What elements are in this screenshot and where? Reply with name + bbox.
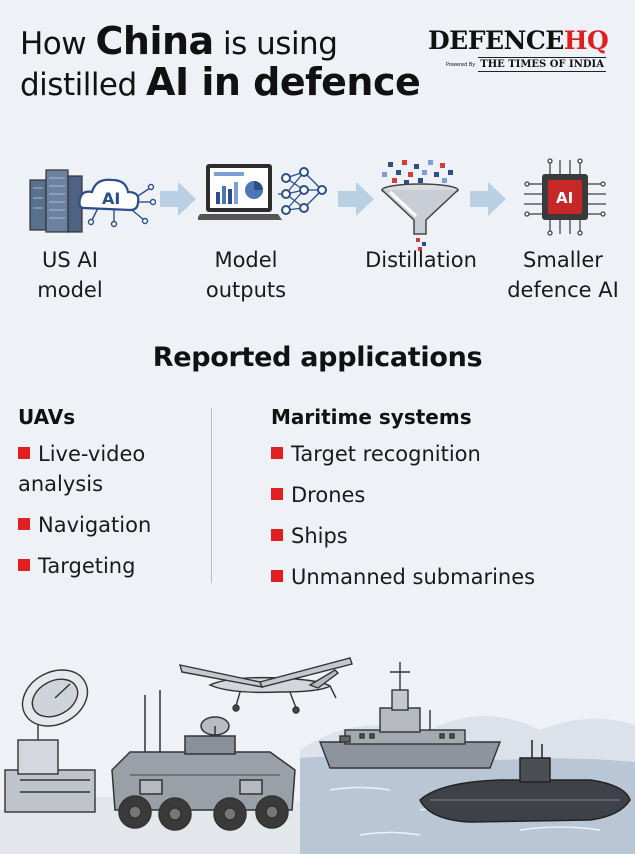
column-divider [211, 408, 212, 583]
ai-chip-icon: AI [524, 158, 606, 236]
step-label-distillation: Distillation [365, 248, 477, 272]
server-cloud-ai-icon: AI [29, 169, 156, 233]
list-item: Ships [271, 521, 621, 551]
step-label-model-outputs: Model outputs [205, 248, 287, 302]
warship-illustration [318, 662, 502, 769]
infographic-title: How China is using distilled AI in defen… [20, 22, 440, 104]
step-label-smaller-defence-ai: Smaller defence AI [507, 248, 619, 302]
bullet-square-icon [271, 447, 283, 459]
arrow-right-icon [160, 182, 196, 216]
bullet-square-icon [271, 529, 283, 541]
maritime-heading: Maritime systems [271, 405, 472, 429]
brand-partner: Powered By THE TIMES OF INDIA [446, 57, 606, 72]
list-item: Targeting [18, 551, 203, 581]
funnel-icon [381, 160, 459, 251]
list-item: Live-video analysis [18, 442, 146, 496]
chip-ai-text: AI [556, 189, 573, 207]
list-item: Target recognition [271, 439, 621, 469]
arrow-right-icon [470, 182, 506, 216]
uav-heading: UAVs [18, 405, 76, 429]
title-line-1: How China is using [20, 19, 338, 63]
list-item: Navigation [18, 510, 203, 540]
list-item: Unmanned submarines [271, 562, 621, 592]
step-label-us-ai-model: US AI model [37, 248, 103, 302]
brand-logo: DEFENCEHQ Powered By THE TIMES OF INDIA [428, 26, 618, 72]
defence-scene-illustration [0, 657, 635, 854]
armored-vehicle-illustration [111, 690, 296, 831]
radar-dish-illustration [4, 669, 96, 813]
bullet-square-icon [18, 447, 30, 459]
bullet-square-icon [271, 570, 283, 582]
bullet-square-icon [18, 518, 30, 530]
title-line-2: distilled AI in defence [20, 60, 421, 104]
bullet-square-icon [271, 488, 283, 500]
drone-illustration [179, 657, 353, 714]
distillation-pipeline: AI [0, 150, 635, 310]
applications-title: Reported applications [152, 342, 483, 373]
list-item: Drones [271, 480, 621, 510]
brand-name: DEFENCEHQ [428, 26, 609, 55]
bullet-square-icon [18, 559, 30, 571]
laptop-network-icon [198, 164, 327, 220]
cloud-ai-text: AI [102, 189, 120, 208]
arrow-right-icon [338, 182, 374, 216]
uav-column: UAVs Live-video analysis Navigation Targ… [18, 405, 203, 592]
maritime-column: Maritime systems Target recognition Dron… [271, 405, 621, 603]
submarine-illustration [419, 740, 631, 823]
